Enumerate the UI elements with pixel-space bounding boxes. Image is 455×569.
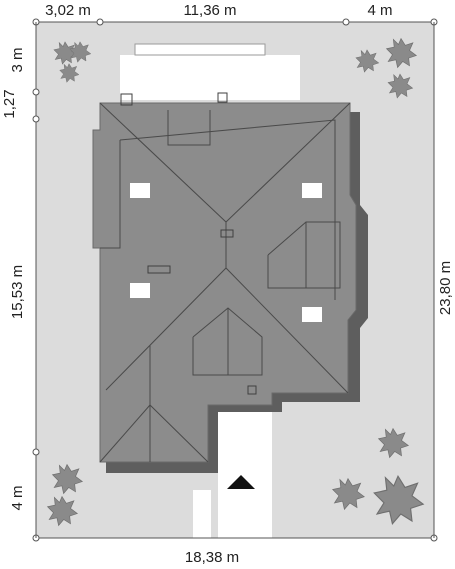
dimension-label: 3,02 m: [45, 2, 91, 19]
dimension-label: 4 m: [9, 485, 26, 510]
roof-vent: [247, 385, 257, 395]
dimension-label: 3 m: [9, 47, 26, 72]
dimension-top: 3,02 m 11,36 m 4 m: [32, 2, 438, 26]
skylight: [130, 283, 150, 298]
roof-ridges: [99, 102, 351, 463]
dimension-label: 15,53 m: [9, 265, 26, 319]
roof-vent: [217, 92, 228, 103]
driveway: [218, 408, 272, 538]
roof: [92, 102, 357, 463]
chimney: [220, 229, 234, 238]
entrance-triangle-icon: [227, 475, 255, 489]
dimension-bottom: 18,38 m: [32, 534, 438, 566]
dimension-right: 23,80 m: [433, 22, 454, 538]
chimney: [147, 265, 171, 274]
skylight: [302, 307, 322, 322]
skylight: [302, 183, 322, 198]
dimension-left: 3 m 1,27 15,53 m 4 m: [1, 22, 40, 538]
dimension-label: 4 m: [367, 2, 392, 19]
roof-vent: [120, 93, 133, 106]
rear-terrace: [120, 55, 300, 100]
dimension-label: 18,38 m: [185, 549, 239, 566]
dimension-label: 23,80 m: [437, 261, 454, 315]
rear-terrace-rail: [134, 43, 266, 56]
footpath: [193, 490, 211, 538]
dimension-label: 11,36 m: [183, 2, 236, 19]
dimension-label: 1,27: [1, 89, 18, 118]
skylight: [130, 183, 150, 198]
